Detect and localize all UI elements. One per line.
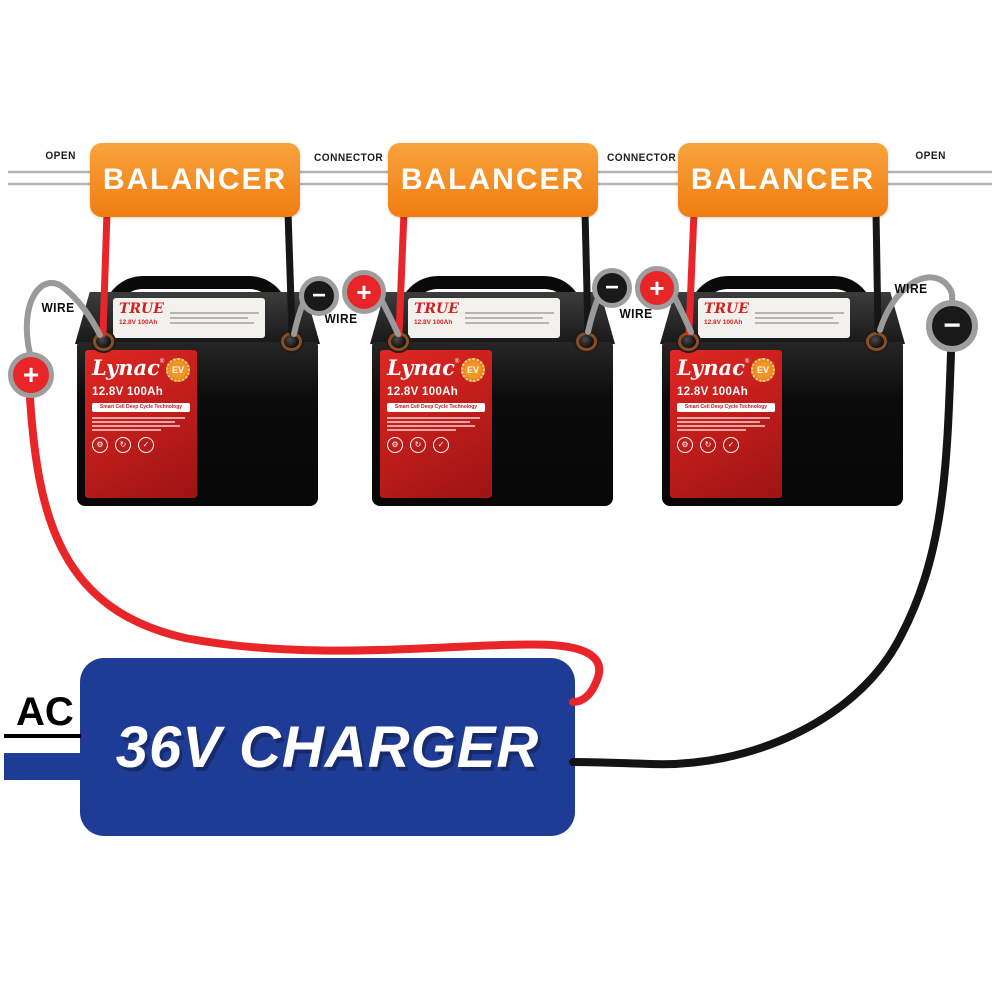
- battery-brand: Lynac: [677, 355, 745, 380]
- gear-icon: ⚙: [387, 436, 403, 453]
- battery-top-sticker: TRUE 12.8V 100Ah: [113, 298, 265, 338]
- battery-top-face: TRUE 12.8V 100Ah: [370, 292, 615, 344]
- battery-3: TRUE 12.8V 100Ah Lynac ® EV 12.8V 100Ah …: [660, 276, 905, 512]
- battery-top-spec: 12.8V 100Ah: [704, 319, 743, 326]
- battery-tagline: Smart Cell Deep Cycle Technology: [92, 403, 190, 412]
- battery-label: Lynac ® EV 12.8V 100Ah Smart Cell Deep C…: [380, 350, 492, 498]
- battery-top-sticker-left: TRUE 12.8V 100Ah: [119, 302, 164, 334]
- recycle-icon: ↻: [410, 436, 426, 453]
- battery-negative-terminal: [576, 332, 597, 351]
- charger-label: 36V CHARGER: [115, 714, 540, 780]
- battery-top-face: TRUE 12.8V 100Ah: [660, 292, 905, 344]
- battery-positive-terminal: [388, 332, 409, 351]
- gear-icon: ⚙: [677, 436, 693, 453]
- battery-feature-icons: ⚙ ↻ ✓: [387, 436, 485, 453]
- battery-feature-icons: ⚙ ↻ ✓: [677, 436, 775, 453]
- positive-terminal-icon: +: [635, 266, 679, 310]
- battery-top-spec: 12.8V 100Ah: [119, 319, 158, 326]
- battery-positive-terminal: [678, 332, 699, 351]
- balancer-label: BALANCER: [102, 163, 288, 196]
- bus-connector-left-label: CONNECTOR: [314, 152, 384, 164]
- battery-feature-icons: ⚙ ↻ ✓: [92, 436, 190, 453]
- charger-box: 36V CHARGER: [80, 658, 575, 836]
- registered-mark: ®: [454, 359, 460, 365]
- registered-mark: ®: [744, 359, 750, 365]
- check-icon: ✓: [723, 436, 739, 453]
- battery-2: TRUE 12.8V 100Ah Lynac ® EV 12.8V 100Ah …: [370, 276, 615, 512]
- positive-terminal-icon: +: [342, 270, 386, 314]
- battery-top-sticker: TRUE 12.8V 100Ah: [698, 298, 850, 338]
- wire-label-right: WIRE: [894, 281, 928, 296]
- bus-open-left-label: OPEN: [45, 150, 76, 162]
- ac-input-line: [4, 734, 81, 738]
- bus-connector-right-label: CONNECTOR: [607, 152, 677, 164]
- battery-top-sticker-left: TRUE 12.8V 100Ah: [414, 302, 459, 334]
- check-icon: ✓: [433, 436, 449, 453]
- battery-top-finetext: [169, 302, 259, 334]
- balancer-1: BALANCER: [90, 143, 300, 217]
- battery-top-face: TRUE 12.8V 100Ah: [75, 292, 320, 344]
- battery-top-finetext: [464, 302, 554, 334]
- battery-brand-row: Lynac ® EV: [92, 355, 190, 382]
- wire-label-mid-right: WIRE: [619, 306, 653, 321]
- battery-front-face: Lynac ® EV 12.8V 100Ah Smart Cell Deep C…: [662, 342, 903, 506]
- battery-finetext: [387, 417, 485, 431]
- ev-badge-icon: EV: [166, 358, 190, 382]
- battery-top-sticker: TRUE 12.8V 100Ah: [408, 298, 560, 338]
- battery-top-label: TRUE: [704, 301, 749, 317]
- check-icon: ✓: [138, 436, 154, 453]
- battery-brand-row: Lynac ® EV: [387, 355, 485, 382]
- battery-tagline: Smart Cell Deep Cycle Technology: [387, 403, 485, 412]
- ac-input-label: AC: [16, 690, 74, 734]
- battery-negative-terminal: [866, 332, 887, 351]
- recycle-icon: ↻: [700, 436, 716, 453]
- battery-front-face: Lynac ® EV 12.8V 100Ah Smart Cell Deep C…: [77, 342, 318, 506]
- battery-brand: Lynac: [387, 355, 455, 380]
- battery-brand: Lynac: [92, 355, 160, 380]
- battery-top-label: TRUE: [414, 301, 459, 317]
- negative-terminal-icon: −: [299, 276, 339, 316]
- battery-negative-terminal: [281, 332, 302, 351]
- positive-terminal-icon: +: [8, 352, 54, 398]
- battery-top-spec: 12.8V 100Ah: [414, 319, 453, 326]
- battery-tagline: Smart Cell Deep Cycle Technology: [677, 403, 775, 412]
- battery-label: Lynac ® EV 12.8V 100Ah Smart Cell Deep C…: [670, 350, 782, 498]
- registered-mark: ®: [159, 359, 165, 365]
- ev-badge-icon: EV: [461, 358, 485, 382]
- gear-icon: ⚙: [92, 436, 108, 453]
- wire-label-mid-left: WIRE: [324, 311, 358, 326]
- battery-spec: 12.8V 100Ah: [387, 386, 459, 398]
- bus-open-right-label: OPEN: [915, 150, 946, 162]
- ac-input-connector: [4, 753, 82, 780]
- wire-label-left: WIRE: [41, 300, 75, 315]
- balancer-label: BALANCER: [400, 163, 586, 196]
- battery-positive-terminal: [93, 332, 114, 351]
- battery-finetext: [92, 417, 190, 431]
- battery-1: TRUE 12.8V 100Ah Lynac ® EV 12.8V 100Ah …: [75, 276, 320, 512]
- battery-spec: 12.8V 100Ah: [677, 386, 749, 398]
- negative-terminal-icon: −: [592, 268, 632, 308]
- negative-terminal-icon: −: [926, 300, 978, 352]
- battery-spec: 12.8V 100Ah: [92, 386, 164, 398]
- battery-top-label: TRUE: [119, 301, 164, 317]
- ev-badge-icon: EV: [751, 358, 775, 382]
- battery-brand-row: Lynac ® EV: [677, 355, 775, 382]
- battery-finetext: [677, 417, 775, 431]
- balancer-2: BALANCER: [388, 143, 598, 217]
- battery-top-sticker-left: TRUE 12.8V 100Ah: [704, 302, 749, 334]
- battery-top-finetext: [754, 302, 844, 334]
- battery-front-face: Lynac ® EV 12.8V 100Ah Smart Cell Deep C…: [372, 342, 613, 506]
- recycle-icon: ↻: [115, 436, 131, 453]
- battery-label: Lynac ® EV 12.8V 100Ah Smart Cell Deep C…: [85, 350, 197, 498]
- balancer-3: BALANCER: [678, 143, 888, 217]
- balancer-label: BALANCER: [690, 163, 876, 196]
